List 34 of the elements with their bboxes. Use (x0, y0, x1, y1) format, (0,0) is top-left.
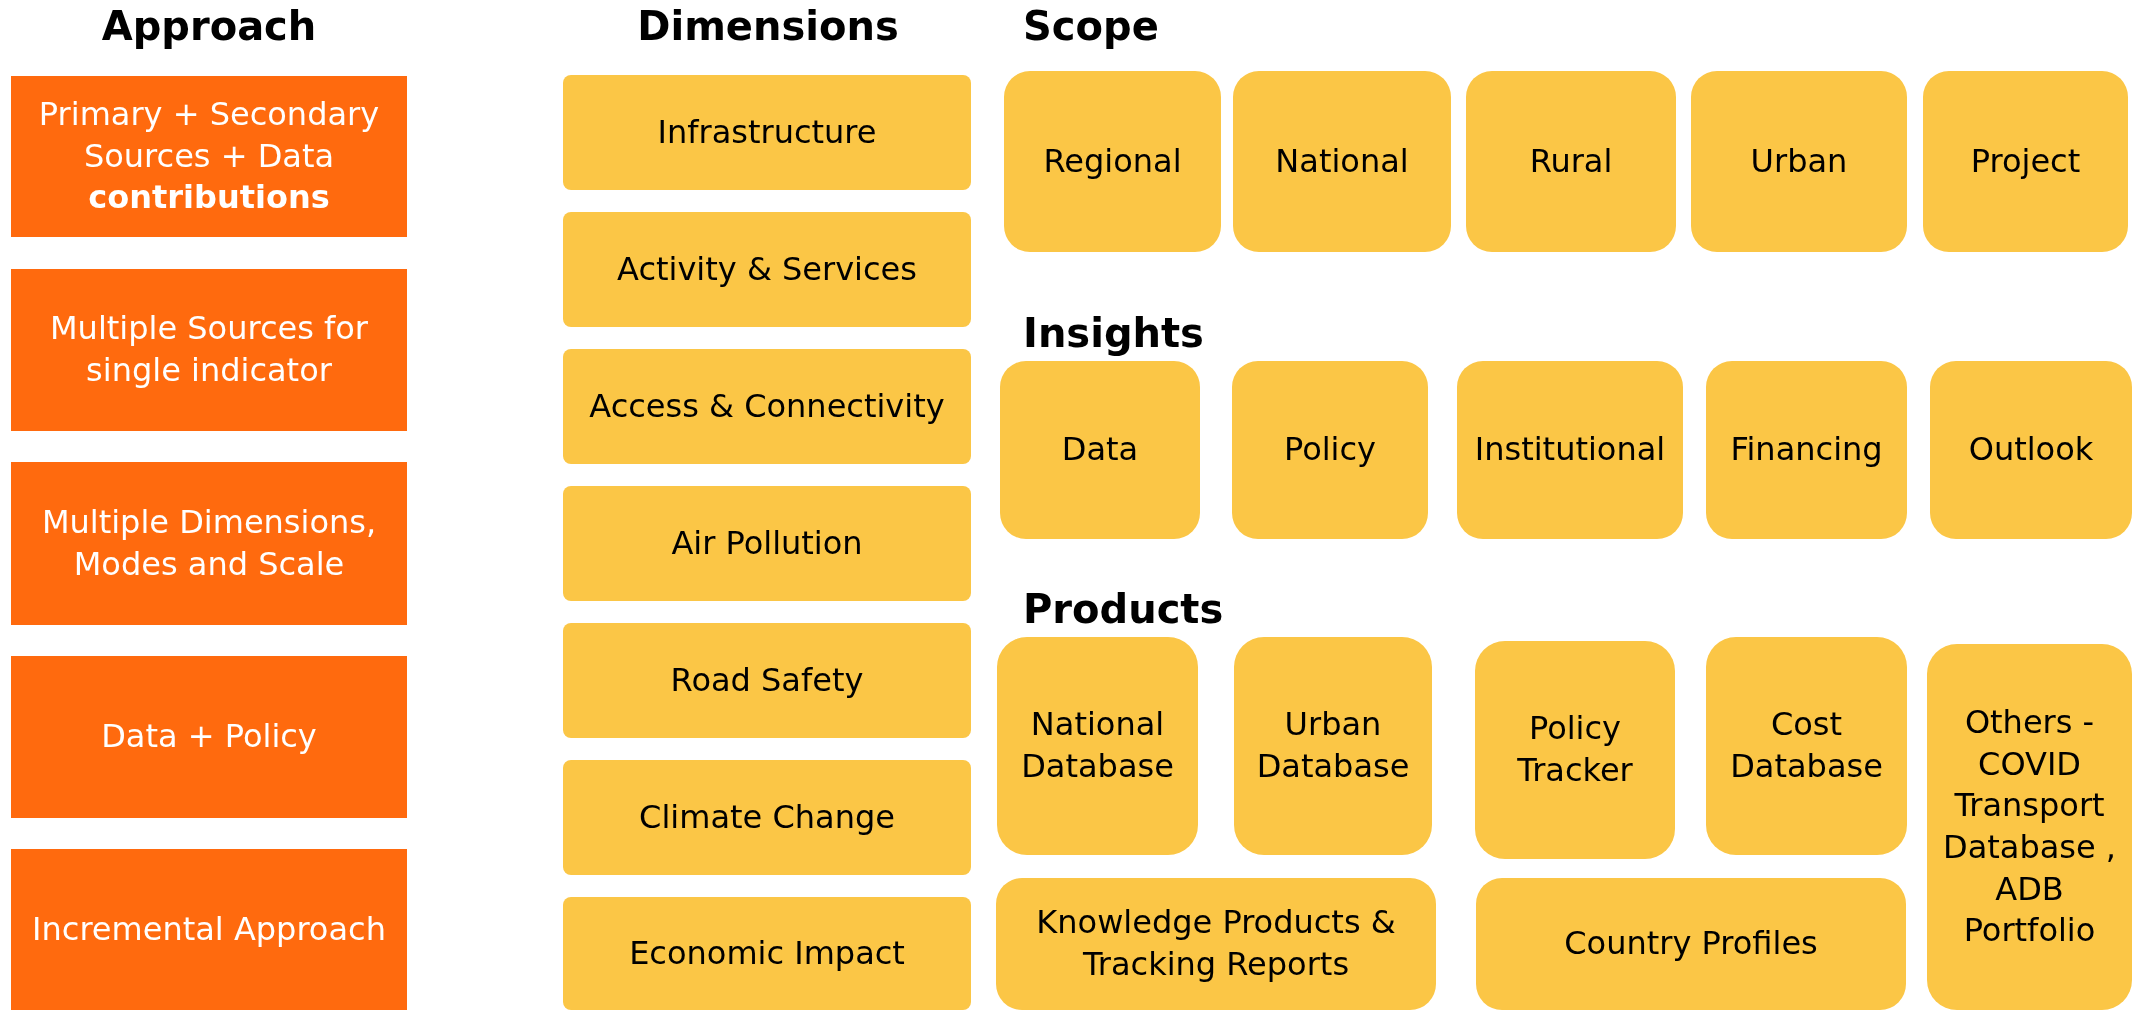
category-box: National (1233, 71, 1451, 252)
category-box: Knowledge Products & Tracking Reports (996, 878, 1436, 1010)
approach-box: Primary + Secondary Sources + Data contributions (11, 76, 407, 237)
approach-box: Multiple Dimensions, Modes and Scale (11, 462, 407, 625)
category-box: Others - COVID Transport Database , ADB Portfolio (1927, 644, 2132, 1010)
category-box: Access & Connectivity (563, 349, 971, 464)
category-box: Infrastructure (563, 75, 971, 190)
category-box: Financing (1706, 361, 1907, 539)
category-box: Policy Tracker (1475, 641, 1675, 859)
category-box: Road Safety (563, 623, 971, 738)
approach-box: Multiple Sources for single indicator (11, 269, 407, 431)
section-heading: Approach (101, 3, 317, 49)
category-box: Data (1000, 361, 1200, 539)
category-box: Urban (1691, 71, 1907, 252)
category-box: Activity & Services (563, 212, 971, 327)
category-box: Economic Impact (563, 897, 971, 1010)
category-box: Regional (1004, 71, 1221, 252)
approach-box: Incremental Approach (11, 849, 407, 1010)
category-box: Air Pollution (563, 486, 971, 601)
category-box: Cost Database (1706, 637, 1907, 855)
section-heading: Products (1023, 586, 1224, 632)
section-heading: Insights (1023, 310, 1204, 356)
category-box: National Database (997, 637, 1198, 855)
category-box: Climate Change (563, 760, 971, 875)
section-heading: Dimensions (637, 3, 899, 49)
approach-box: Data + Policy (11, 656, 407, 818)
category-box: Country Profiles (1476, 878, 1906, 1010)
category-box: Urban Database (1234, 637, 1432, 855)
category-box: Project (1923, 71, 2128, 252)
category-box: Institutional (1457, 361, 1683, 539)
category-box: Rural (1466, 71, 1676, 252)
section-heading: Scope (1023, 3, 1159, 49)
category-box: Policy (1232, 361, 1428, 539)
category-box: Outlook (1930, 361, 2132, 539)
